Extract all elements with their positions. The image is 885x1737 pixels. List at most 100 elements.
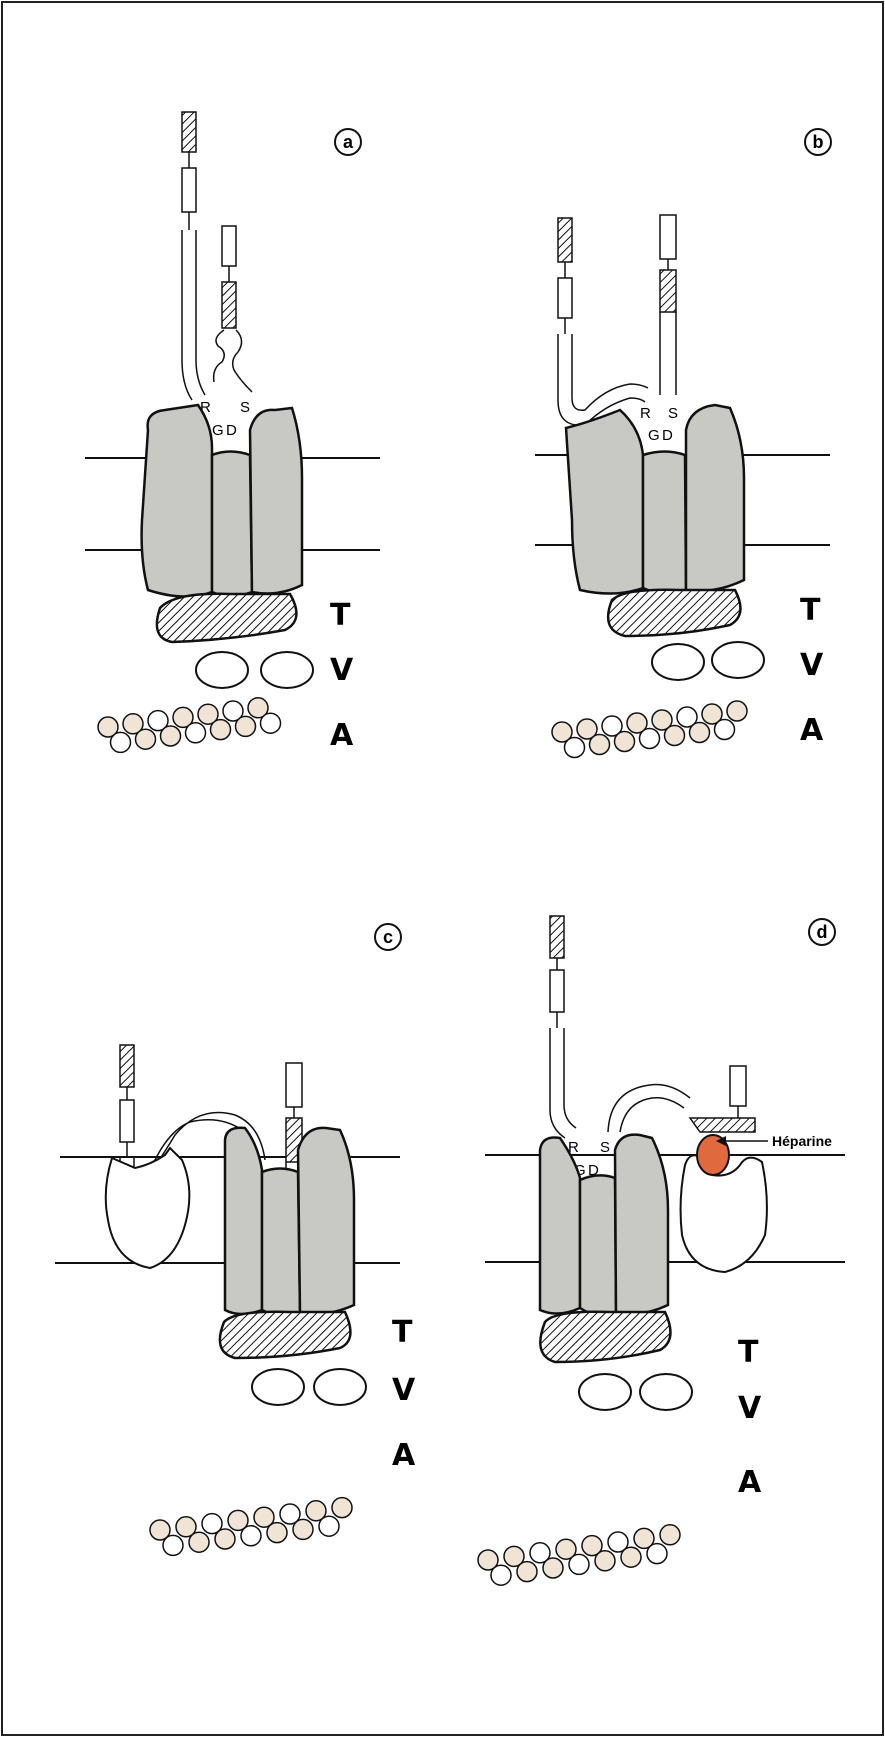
heparan-receptor (681, 1155, 767, 1272)
ligand-strand (550, 1028, 576, 1138)
receptor-subunit-right (298, 1128, 354, 1314)
layer-label-v: V (738, 1391, 762, 1426)
seq-s: S (240, 399, 250, 416)
actin-filament (478, 1525, 680, 1585)
actin-bead (647, 1544, 667, 1564)
actin-bead (332, 1498, 352, 1518)
vinculin-ellipse (712, 642, 764, 678)
ligand-open-domain (730, 1066, 746, 1106)
ligand-open-domain (222, 226, 236, 266)
seq-d: D (226, 422, 237, 439)
seq-g: G (212, 422, 224, 439)
layer-label-t: T (392, 1315, 413, 1350)
layer-label-v: V (392, 1373, 416, 1408)
seq-g: G (648, 427, 660, 444)
actin-filament (98, 698, 281, 753)
actin-bead (161, 726, 181, 746)
heparin-label: Héparine (772, 1133, 832, 1149)
actin-bead (491, 1565, 511, 1585)
actin-bead (241, 1526, 261, 1546)
ligand-open-domain (286, 1063, 302, 1107)
actin-bead (211, 720, 231, 740)
ligand-hatched-domain (558, 218, 572, 262)
vinculin-ellipse (640, 1374, 692, 1410)
receptor-subunit-middle (643, 452, 686, 594)
actin-bead (569, 1554, 589, 1574)
actin-bead (640, 729, 660, 749)
ligand-hatched-bar (690, 1118, 755, 1132)
actin-bead (517, 1562, 537, 1582)
layer-label-t: T (330, 598, 351, 633)
ligand-hatched-domain (660, 270, 676, 312)
receptor-subunit-right (250, 408, 302, 593)
heparan-receptor (106, 1148, 190, 1268)
actin-bead (186, 723, 206, 743)
vinculin-ellipse (261, 652, 313, 688)
ligand-strand (182, 230, 205, 400)
vinculin-ellipse (579, 1374, 631, 1410)
actin-bead (163, 1535, 183, 1555)
actin-bead (715, 720, 735, 740)
panel-a-letter: a (343, 132, 354, 152)
ligand-curl (214, 330, 252, 392)
seq-s: S (600, 1139, 610, 1156)
actin-bead (261, 713, 281, 733)
ligand-open-domain (120, 1100, 134, 1142)
talin-hatched-block (157, 594, 297, 642)
actin-bead (236, 716, 256, 736)
panel-d: d R G D S Héparine T V A (478, 916, 845, 1585)
panel-a: a R G D S T V A (85, 112, 380, 753)
receptor-subunit-left (142, 405, 212, 597)
ligand-open-domain (558, 278, 572, 318)
panel-b-letter: b (813, 132, 824, 152)
receptor-subunit-left (566, 410, 643, 594)
seq-s: S (668, 405, 678, 422)
ligand-open-domain (182, 168, 196, 212)
panel-c-letter: c (383, 927, 393, 947)
actin-bead (136, 729, 156, 749)
actin-bead (565, 738, 585, 758)
seq-r: R (640, 405, 651, 422)
actin-bead (590, 735, 610, 755)
actin-bead (215, 1529, 235, 1549)
actin-bead (615, 732, 635, 752)
receptor-subunit-middle (212, 452, 252, 597)
actin-bead (665, 726, 685, 746)
receptor-subunit-left (540, 1138, 580, 1314)
layer-label-a: A (800, 713, 824, 748)
actin-bead (660, 1525, 680, 1545)
layer-label-a: A (330, 718, 354, 753)
actin-bead (111, 732, 131, 752)
vinculin-ellipse (652, 644, 704, 680)
ligand-hatched-domain (222, 282, 236, 328)
ligand-hatched-domain (120, 1045, 134, 1087)
vinculin-ellipse (252, 1369, 304, 1405)
ligand-loop (558, 334, 648, 425)
actin-bead (543, 1558, 563, 1578)
talin-hatched-block (540, 1312, 670, 1362)
receptor-subunit-middle (262, 1169, 300, 1316)
actin-bead (293, 1519, 313, 1539)
talin-hatched-block (220, 1312, 351, 1358)
actin-bead (595, 1551, 615, 1571)
ligand-open-domain (660, 215, 676, 259)
layer-label-v: V (330, 653, 354, 688)
ligand-arch (608, 1085, 690, 1132)
layer-label-t: T (800, 593, 821, 628)
actin-filament (552, 701, 747, 758)
talin-hatched-block (608, 590, 740, 636)
layer-label-a: A (738, 1465, 762, 1500)
seq-d: D (662, 427, 673, 444)
actin-bead (189, 1532, 209, 1552)
ligand-hatched-domain (182, 112, 196, 152)
receptor-subunit-right (686, 405, 744, 591)
actin-bead (319, 1516, 339, 1536)
vinculin-ellipse (314, 1369, 366, 1405)
layer-label-v: V (800, 648, 824, 683)
actin-bead (690, 723, 710, 743)
vinculin-ellipse (196, 652, 248, 688)
receptor-subunit-middle (580, 1175, 616, 1315)
ligand-strand (660, 312, 676, 395)
actin-bead (621, 1547, 641, 1567)
panel-b: b R G D S T V A (535, 129, 831, 758)
